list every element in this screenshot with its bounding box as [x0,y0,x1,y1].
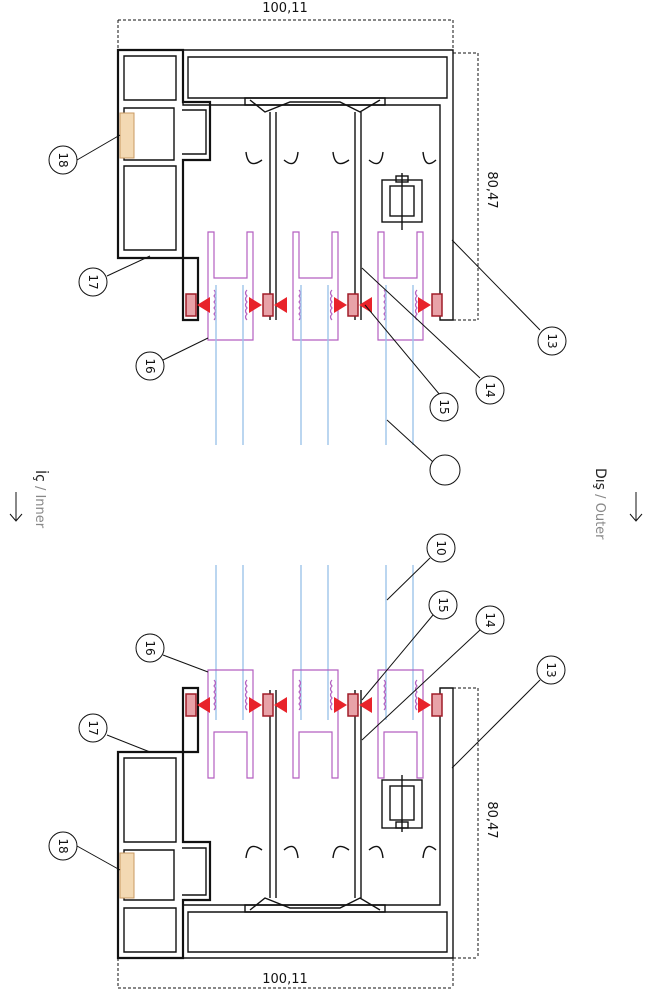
callout-bottom-15: 15 [436,597,450,612]
glass-top [215,285,414,445]
outer-label: Dış / Outer [592,468,643,540]
side-labels: İç / Inner Dış / Outer [9,468,643,540]
inner-frame-top [116,48,212,322]
dim-height-bottom: 80,47 [453,687,499,959]
dim-width-bottom: 100,11 [117,958,454,989]
gaskets-bottom [207,669,424,779]
outer-label-tr: Dış [592,468,608,490]
outer-frame-bottom [182,687,454,959]
dim-width-bottom-label: 100,11 [262,972,308,987]
inner-frame-bottom [116,686,212,960]
outer-frame-top [182,49,454,321]
dim-width-top: 100,11 [117,1,454,50]
thermal-breaks-top [185,293,443,317]
callout-bottom-10: 10 [434,540,448,555]
outer-label-en: / Outer [592,490,607,540]
callout-top-18: 18 [56,152,70,167]
dim-height-top-label: 80,47 [484,171,499,208]
callout-bottom-18: 18 [56,838,70,853]
wood-insert-top [119,112,135,159]
mullions-top [244,97,437,320]
svg-text:İç / Inner: İç / Inner [32,470,50,529]
callout-bottom-13: 13 [544,662,558,677]
callout-top-14: 14 [483,382,497,397]
callout-top-15: 15 [437,399,451,414]
callout-bottom-17: 17 [86,720,100,735]
dim-height-top: 80,47 [453,52,499,321]
callouts-top: 18 17 16 15 14 13 [48,134,567,486]
top-section: 100,11 80,47 [48,1,567,486]
gaskets-top [207,231,424,341]
inner-label-en: / Inner [32,482,47,529]
bolt-bottom [381,775,423,832]
callout-top-16: 16 [143,358,157,373]
inner-label: İç / Inner [9,470,50,529]
dim-height-bottom-label: 80,47 [484,801,499,838]
svg-text:Dış / Outer: Dış / Outer [592,468,608,540]
callout-bottom-16: 16 [143,640,157,655]
inner-label-tr: İç [32,470,50,482]
bolt-top [381,173,423,230]
thermal-breaks-bottom [185,693,443,717]
mullions-bottom [244,690,437,913]
callouts-bottom: 10 15 14 13 16 17 18 [48,533,566,871]
bottom-section: 80,47 100,11 10 15 14 13 16 [48,533,566,989]
callout-top-17: 17 [86,274,100,289]
wood-insert-bottom [119,852,135,899]
callout-bottom-14: 14 [483,612,497,627]
callout-top-13: 13 [545,333,559,348]
dim-width-top-label: 100,11 [262,1,308,16]
